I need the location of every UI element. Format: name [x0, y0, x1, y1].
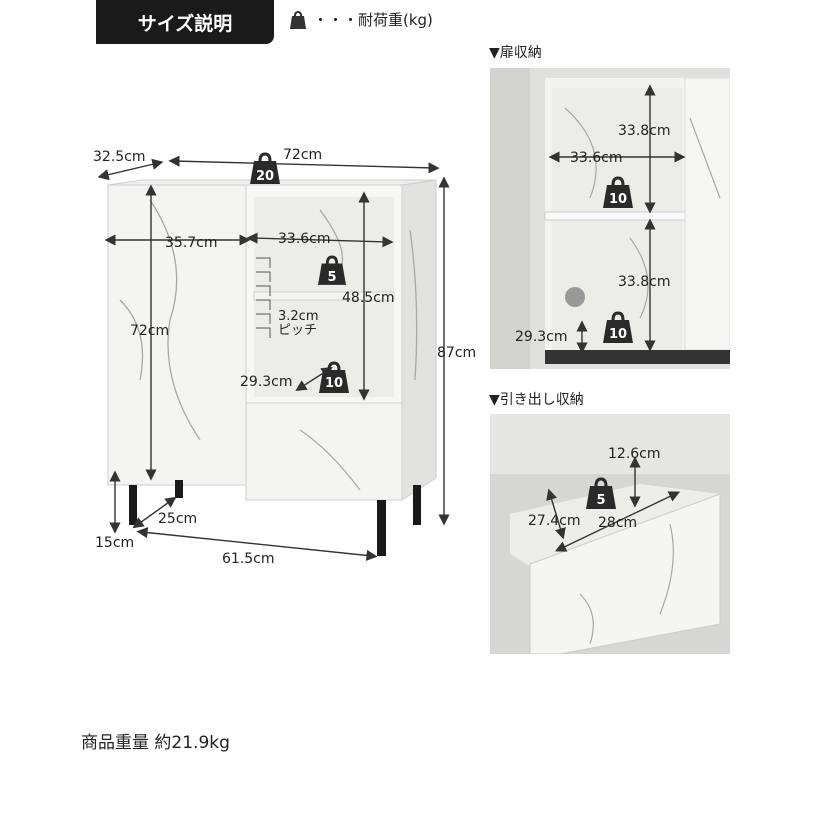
- label-leg-width: 61.5cm: [222, 551, 275, 567]
- load-legend: ・・・耐荷重(kg): [289, 9, 433, 30]
- label-leg-height: 15cm: [95, 535, 134, 551]
- label-pitch-text: ピッチ: [278, 323, 317, 338]
- drawer-storage-label: ▼引き出し収納: [489, 392, 584, 408]
- pitch-scale: [256, 257, 271, 338]
- label-drawer-depth: 27.4cm: [528, 513, 581, 529]
- label-upper-width: 33.6cm: [570, 150, 623, 166]
- load-lower: 10: [609, 327, 627, 342]
- label-door-width: 35.7cm: [165, 235, 218, 251]
- label-width: 72cm: [283, 147, 322, 163]
- label-lower-depth: 29.3cm: [515, 329, 568, 345]
- leg: [413, 485, 421, 525]
- label-depth: 32.5cm: [93, 149, 146, 165]
- leg: [377, 500, 386, 556]
- label-door-height: 72cm: [130, 323, 169, 339]
- cabinet-door: [107, 184, 247, 486]
- load-upper: 10: [609, 192, 627, 207]
- cabinet-diagram: 32.5cm 72cm 35.7cm 33.6cm 48.5cm 3.2cm ピ…: [93, 147, 476, 567]
- label-leg-depth: 25cm: [158, 511, 197, 527]
- product-weight: 商品重量 約21.9kg: [81, 733, 230, 753]
- load-bottom: 10: [325, 376, 343, 391]
- label-total-height: 87cm: [437, 345, 476, 361]
- marble-vein: [119, 199, 418, 491]
- dim-leg-depth: [132, 496, 177, 529]
- door-storage-label: ▼扉収納: [489, 45, 542, 61]
- cable-hole: [565, 287, 585, 307]
- load-drawer: 5: [596, 493, 605, 508]
- leg: [129, 485, 137, 525]
- section-title: サイズ説明: [137, 12, 233, 35]
- label-bottom-depth: 29.3cm: [240, 374, 293, 390]
- load-top: 20: [256, 169, 274, 184]
- dim-leg-width: [136, 527, 378, 561]
- label-drawer-height: 12.6cm: [608, 446, 661, 462]
- label-pitch: 3.2cm: [278, 309, 319, 324]
- load-shelf: 5: [327, 270, 336, 285]
- dim-depth: [97, 158, 164, 181]
- drawer-storage-photo: 12.6cm 27.4cm 28cm 5: [490, 414, 730, 654]
- label-upper-height: 33.8cm: [618, 123, 671, 139]
- shelf-board: [253, 291, 395, 301]
- dim-drawer-width: [554, 491, 681, 552]
- label-lower-height: 33.8cm: [618, 274, 671, 290]
- door-storage-photo: 33.8cm 33.6cm 33.8cm 29.3cm 10 10: [490, 68, 730, 369]
- cabinet-drawer: [245, 402, 403, 501]
- label-shelf-height: 48.5cm: [342, 290, 395, 306]
- dim-width: [168, 155, 440, 174]
- legend-text: ・・・耐荷重(kg): [313, 11, 433, 29]
- section-title-tab: サイズ説明: [96, 0, 274, 44]
- leg: [175, 480, 183, 498]
- weight-icon: [290, 10, 306, 29]
- label-shelf-width: 33.6cm: [278, 231, 331, 247]
- cabinet-side: [401, 179, 437, 501]
- label-drawer-width: 28cm: [598, 515, 637, 531]
